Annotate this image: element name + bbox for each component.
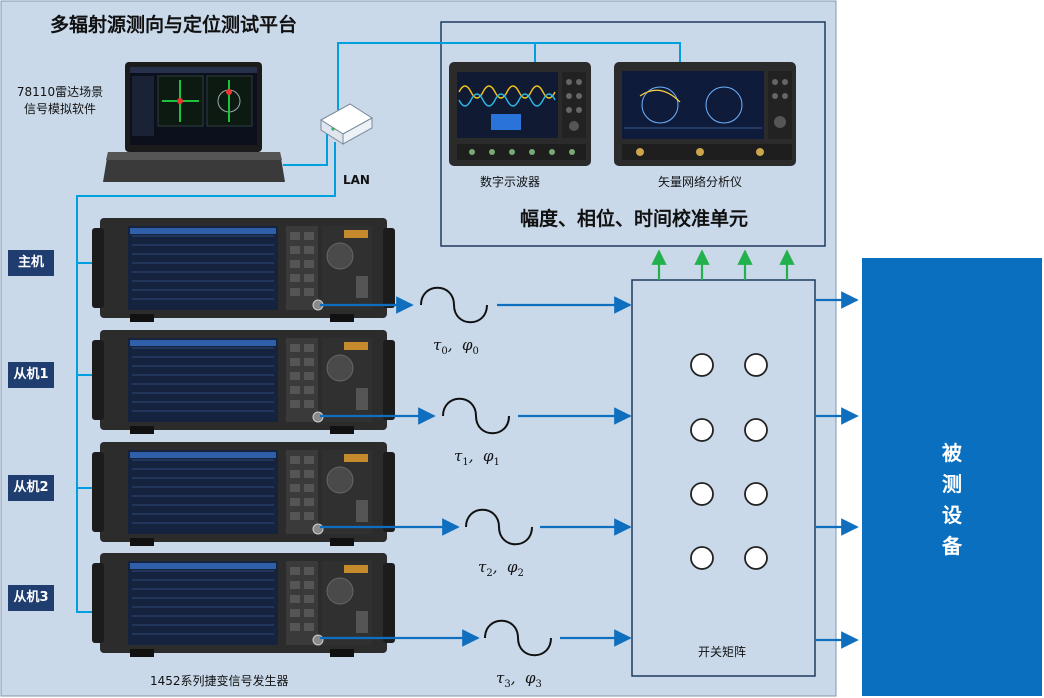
signal-generators xyxy=(92,218,395,657)
generator-label: 1452系列捷变信号发生器 xyxy=(150,674,289,688)
switch-ports xyxy=(690,353,768,570)
dut-input-arrows xyxy=(815,291,859,649)
signal-generator-3 xyxy=(92,553,395,657)
dut-label: 被 测 设 备 xyxy=(942,441,962,558)
signal-generator-2 xyxy=(92,442,395,546)
software-label: 78110雷达场景 信号模拟软件 xyxy=(16,85,104,116)
vna-icon xyxy=(614,62,796,166)
calibration-unit-label: 幅度、相位、时间校准单元 xyxy=(519,208,748,230)
router-icon xyxy=(320,103,373,145)
calibration-arrows xyxy=(651,249,795,280)
oscilloscope-icon xyxy=(449,62,591,166)
switch-matrix-label: 开关矩阵 xyxy=(698,645,747,659)
role-slave-1: 从机1 xyxy=(8,362,54,388)
signal-generator-1 xyxy=(92,330,395,434)
switch-matrix-box xyxy=(631,279,816,677)
signal-label-2: τ2, φ2 xyxy=(478,558,524,579)
generator-output-arrows xyxy=(320,296,480,647)
vna-label: 矢量网络分析仪 xyxy=(658,175,743,189)
lan-label: LAN xyxy=(343,173,370,187)
matrix-input-arrows xyxy=(497,296,632,647)
sine-waves xyxy=(420,286,552,657)
role-slave-3: 从机3 xyxy=(8,585,54,611)
role-slave-2: 从机2 xyxy=(8,475,54,501)
signal-generator-0 xyxy=(92,218,395,322)
signal-label-0: τ0, φ0 xyxy=(433,336,479,357)
oscilloscope-label: 数字示波器 xyxy=(480,175,541,189)
signal-label-1: τ1, φ1 xyxy=(454,447,500,468)
dut-box xyxy=(862,258,1042,696)
calibration-unit-box xyxy=(440,21,826,247)
diagram-title: 多辐射源测向与定位测试平台 xyxy=(50,14,298,36)
signal-label-3: τ3, φ3 xyxy=(496,669,542,690)
lan-wires xyxy=(76,42,681,613)
laptop-icon xyxy=(103,62,285,182)
role-master: 主机 xyxy=(8,250,54,276)
